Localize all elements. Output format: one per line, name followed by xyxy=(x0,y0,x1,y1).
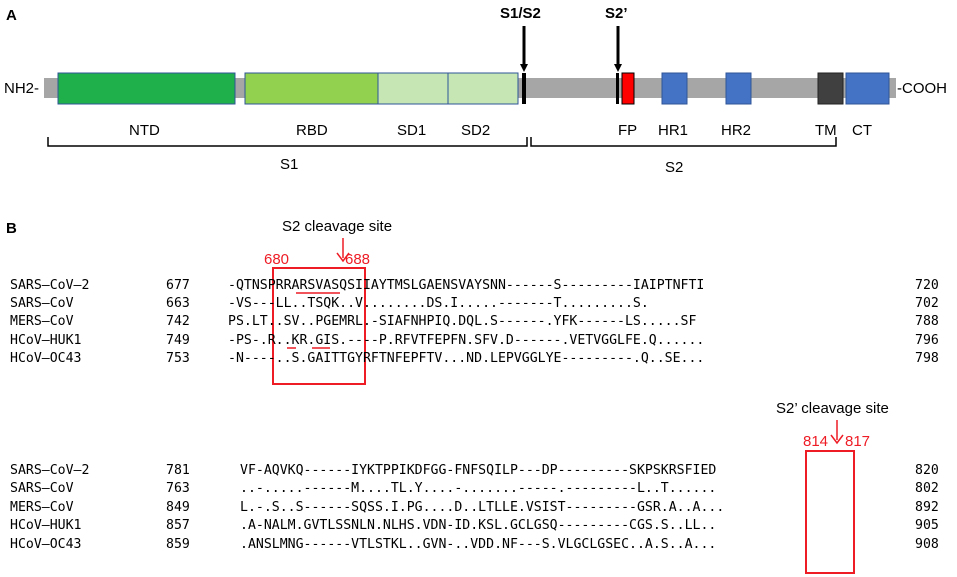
end-position: 820 xyxy=(915,463,939,478)
end-position: 802 xyxy=(915,481,939,496)
s1-bracket xyxy=(47,137,528,147)
sequence: .A-NALM.GVTLSSNLN.NLHS.VDN-ID.KSL.GCLGSQ… xyxy=(240,518,716,533)
alignment-row: SARS–CoV 763 ..-.....------M....TL.Y....… xyxy=(10,481,939,496)
alignment-row: HCoV–HUK1 857 .A-NALM.GVTLSSNLN.NLHS.VDN… xyxy=(10,518,939,533)
species-name: SARS–CoV–2 xyxy=(10,278,89,293)
block1-cleavage-box xyxy=(272,267,366,385)
tm-label: TM xyxy=(815,122,837,139)
alignment-row: SARS–CoV–2 677 -QTNSPRRARSVASQSIIAYTMSLG… xyxy=(10,278,939,293)
rbd-domain xyxy=(244,72,379,105)
sd2-label: SD2 xyxy=(461,122,490,139)
species-name: MERS–CoV xyxy=(10,314,74,329)
sd1-domain xyxy=(377,72,449,105)
end-position: 720 xyxy=(915,278,939,293)
s1s2-cleavage-marker xyxy=(522,73,526,104)
fp-domain xyxy=(621,72,635,105)
block1-start-pos: 680 xyxy=(264,251,289,268)
end-position: 908 xyxy=(915,537,939,552)
block2-cleavage-box xyxy=(805,450,855,574)
sequence: .ANSLMNG------VTLSTKL..GVN-..VDD.NF---S.… xyxy=(240,537,716,552)
alignment-row: HCoV–HUK1 749 -PS-.R..KR.GIS.----P.RFVTF… xyxy=(10,333,939,348)
panel-b-label: B xyxy=(6,220,17,237)
start-position: 849 xyxy=(166,500,190,515)
start-position: 857 xyxy=(166,518,190,533)
s2prime-arrow-label: S2’ xyxy=(605,5,628,22)
sequence: -VS---LL..TSQK..V........DS.I.....------… xyxy=(228,296,649,311)
species-name: HCoV–OC43 xyxy=(10,351,81,366)
sequence: L.-.S..S------SQSS.I.PG....D..LTLLE.VSIS… xyxy=(240,500,724,515)
start-position: 859 xyxy=(166,537,190,552)
start-position: 742 xyxy=(166,314,190,329)
alignment-row: HCoV–OC43 753 -N----..S.GAITTGYRFTNFEPFT… xyxy=(10,351,939,366)
block2-end-pos: 817 xyxy=(845,433,870,450)
sequence: -QTNSPRRARSVASQSIIAYTMSLGAENSVAYSNN-----… xyxy=(228,278,704,293)
start-position: 763 xyxy=(166,481,190,496)
species-name: HCoV–HUK1 xyxy=(10,518,82,533)
s2-cleavage-red-arrowhead xyxy=(336,252,350,263)
sd1-label: SD1 xyxy=(397,122,426,139)
end-position: 702 xyxy=(915,296,939,311)
start-position: 677 xyxy=(166,278,190,293)
alignment-block-1: SARS–CoV–2 677 -QTNSPRRARSVASQSIIAYTMSLG… xyxy=(10,278,939,366)
ct-domain xyxy=(845,72,890,105)
hr1-label: HR1 xyxy=(658,122,688,139)
start-position: 753 xyxy=(166,351,190,366)
sequence: PS.LT..SV..PGEMRL.-SIAFNHPIQ.DQL.S------… xyxy=(228,314,696,329)
ct-label: CT xyxy=(852,122,872,139)
sd2-domain xyxy=(447,72,519,105)
s2-cleavage-site-label: S2 cleavage site xyxy=(282,218,392,235)
fp-label: FP xyxy=(618,122,637,139)
block1-end-pos: 688 xyxy=(345,251,370,268)
block2-start-pos: 814 xyxy=(803,433,828,450)
sequence: VF-AQVKQ------IYKTPPIKDFGG-FNFSQILP---DP… xyxy=(240,463,716,478)
s2-label: S2 xyxy=(665,159,683,176)
species-name: SARS–CoV–2 xyxy=(10,463,89,478)
start-position: 663 xyxy=(166,296,190,311)
c-terminus-label: -COOH xyxy=(897,80,947,97)
rbd-label: RBD xyxy=(296,122,328,139)
sequence: -PS-.R..KR.GIS.----P.RFVTFEPFN.SFV.D----… xyxy=(228,333,704,348)
s1-label: S1 xyxy=(280,156,298,173)
alignment-row: SARS–CoV 663 -VS---LL..TSQK..V........DS… xyxy=(10,296,939,311)
end-position: 798 xyxy=(915,351,939,366)
hr1-domain xyxy=(661,72,688,105)
alignment-row: HCoV–OC43 859 .ANSLMNG------VTLSTKL..GVN… xyxy=(10,537,939,552)
n-terminus-label: NH2- xyxy=(4,80,39,97)
species-name: SARS–CoV xyxy=(10,296,74,311)
end-position: 905 xyxy=(915,518,939,533)
end-position: 892 xyxy=(915,500,939,515)
s2-bracket xyxy=(530,137,837,147)
alignment-row: SARS–CoV–2 781 VF-AQVKQ------IYKTPPIKDFG… xyxy=(10,463,939,478)
hr2-domain xyxy=(725,72,752,105)
sequence: ..-.....------M....TL.Y....-.......-----… xyxy=(240,481,716,496)
alignment-block-2: SARS–CoV–2 781 VF-AQVKQ------IYKTPPIKDFG… xyxy=(10,463,939,552)
start-position: 781 xyxy=(166,463,190,478)
alignment-row: MERS–CoV 849 L.-.S..S------SQSS.I.PG....… xyxy=(10,500,939,515)
end-position: 788 xyxy=(915,314,939,329)
species-name: HCoV–HUK1 xyxy=(10,333,82,348)
species-name: HCoV–OC43 xyxy=(10,537,81,552)
s2prime-cleavage-red-arrowhead xyxy=(830,434,844,445)
species-name: MERS–CoV xyxy=(10,500,74,515)
s2prime-cleavage-site-label: S2’ cleavage site xyxy=(776,400,889,417)
sequence: -N----..S.GAITTGYRFTNFEPFTV...ND.LEPVGGL… xyxy=(228,351,704,366)
s2prime-cleavage-marker xyxy=(616,73,619,104)
start-position: 749 xyxy=(166,333,190,348)
panel-a-label: A xyxy=(6,7,17,24)
hr2-label: HR2 xyxy=(721,122,751,139)
ntd-domain xyxy=(57,72,236,105)
s1s2-arrow-label: S1/S2 xyxy=(500,5,541,22)
end-position: 796 xyxy=(915,333,939,348)
tm-domain xyxy=(817,72,844,105)
alignment-row: MERS–CoV 742 PS.LT..SV..PGEMRL.-SIAFNHPI… xyxy=(10,314,939,329)
species-name: SARS–CoV xyxy=(10,481,74,496)
ntd-label: NTD xyxy=(129,122,160,139)
